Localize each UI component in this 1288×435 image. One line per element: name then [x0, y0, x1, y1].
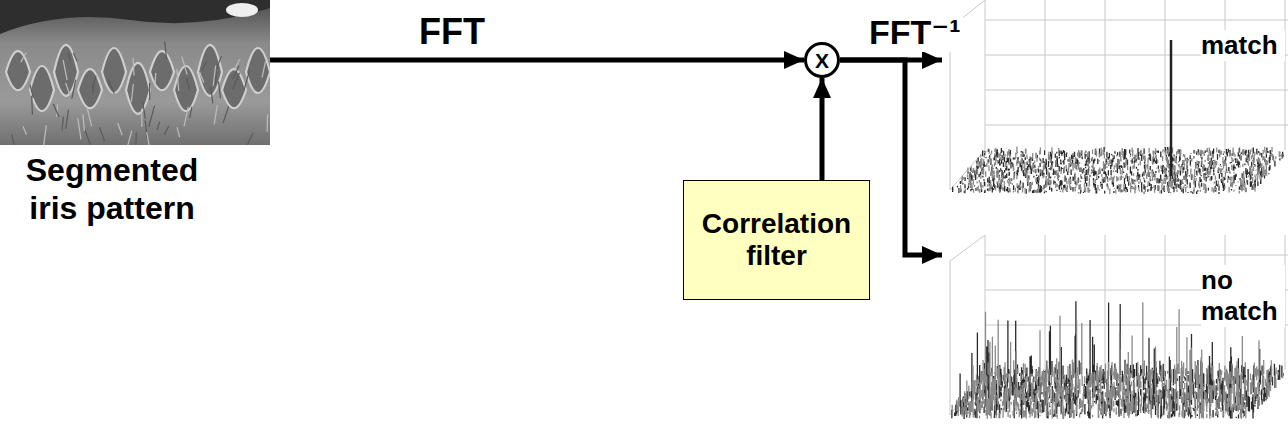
- edge-label: FFT: [417, 11, 487, 52]
- iris-ground: [0, 0, 270, 145]
- signal-arrow: [820, 78, 825, 180]
- multiplier-outline: [806, 44, 839, 77]
- iris-fiber: [184, 107, 188, 127]
- iris-fiber: [23, 126, 26, 134]
- iris-reflection: [226, 3, 258, 17]
- iris-fiber: [108, 80, 114, 94]
- iris-fiber: [149, 106, 155, 127]
- iris-fiber: [174, 66, 198, 111]
- surface-noise: [959, 147, 1282, 194]
- iris-fiber: [6, 51, 30, 90]
- iris-texture: [6, 41, 270, 145]
- iris-fiber: [126, 63, 150, 114]
- iris-fiber: [102, 48, 126, 93]
- iris-fiber: [66, 110, 69, 129]
- iris-fiber: [234, 59, 239, 70]
- iris-fiber: [177, 69, 179, 91]
- iris-fiber: [66, 83, 70, 95]
- match-plot-node: match: [945, 0, 1288, 215]
- iris-fiber: [128, 131, 132, 145]
- iris-fiber: [187, 78, 190, 90]
- iris-fiber: [164, 126, 168, 135]
- iris-fiber: [147, 132, 150, 145]
- iris-fiber: [266, 114, 268, 131]
- iris-fiber: [92, 85, 93, 94]
- iris-image-node: Segmented iris pattern: [0, 0, 270, 145]
- iris-fiber: [223, 107, 228, 123]
- filter-box: Correlation filter: [683, 180, 870, 300]
- iris-fiber: [141, 109, 143, 127]
- iris-fiber: [211, 87, 213, 103]
- iris-fiber: [72, 80, 76, 99]
- iris-fiber: [30, 66, 54, 111]
- iris-fiber: [154, 73, 156, 87]
- surface-noise: [953, 147, 1284, 194]
- iris-fiber: [219, 82, 221, 99]
- iris-fiber: [43, 125, 46, 145]
- iris-fiber: [84, 129, 90, 145]
- multiplier-node: X: [804, 42, 840, 78]
- iris-fiber: [118, 123, 122, 135]
- iris-fiber: [132, 58, 134, 75]
- edge-label: FFT⁻¹: [867, 13, 963, 52]
- iris-fiber: [63, 60, 67, 80]
- iris-fiber: [78, 118, 81, 139]
- grid-lines: [985, 20, 1288, 125]
- iris-fiber: [200, 72, 204, 83]
- no-match-plot-node: no match: [945, 235, 1288, 435]
- iris-fiber: [233, 73, 240, 90]
- image-caption: Segmented iris pattern: [12, 151, 212, 227]
- iris-fiber: [21, 52, 26, 62]
- iris-fiber: [143, 101, 146, 118]
- iris-fiber: [83, 114, 84, 131]
- iris-fiber: [202, 61, 207, 70]
- iris-fiber: [244, 70, 250, 90]
- iris-fiber: [73, 53, 77, 61]
- iris-fiber: [53, 104, 59, 118]
- iris-fiber: [99, 127, 104, 141]
- iris-fiber: [68, 53, 70, 61]
- iris-fiber: [182, 56, 187, 74]
- iris-fiber: [198, 45, 222, 96]
- iris-fiber: [31, 96, 33, 115]
- iris-fiber: [247, 133, 254, 145]
- iris-fiber: [150, 51, 174, 90]
- iris-fiber: [62, 116, 63, 130]
- plot-label: no match: [1201, 265, 1285, 327]
- iris-fiber: [214, 105, 217, 124]
- iris-fiber: [12, 134, 16, 145]
- correlation-surface: [953, 147, 1284, 194]
- iris-fiber: [157, 122, 160, 130]
- iris-fiber: [135, 132, 137, 145]
- iris-fiber: [145, 121, 147, 139]
- iris-fiber: [213, 66, 215, 86]
- process-label: Correlation filter: [694, 208, 859, 272]
- grid-lines: [985, 0, 1285, 150]
- iris-fiber: [177, 127, 180, 137]
- plot-label: match: [1201, 30, 1285, 61]
- iris-fiber: [190, 107, 192, 118]
- iris-fiber: [131, 84, 133, 102]
- eyelid-shadow: [0, 0, 270, 34]
- iris-fiber: [217, 56, 222, 68]
- signal-arrow: [270, 58, 804, 63]
- iris-fiber: [149, 83, 150, 100]
- operator-symbol: X: [815, 50, 829, 71]
- correlation-peak: [1170, 40, 1173, 176]
- iris-fiber: [165, 41, 167, 58]
- iris-fiber: [87, 107, 92, 126]
- iris-fiber: [262, 61, 266, 77]
- iris-fiber: [78, 69, 102, 108]
- iris-image: [0, 0, 270, 145]
